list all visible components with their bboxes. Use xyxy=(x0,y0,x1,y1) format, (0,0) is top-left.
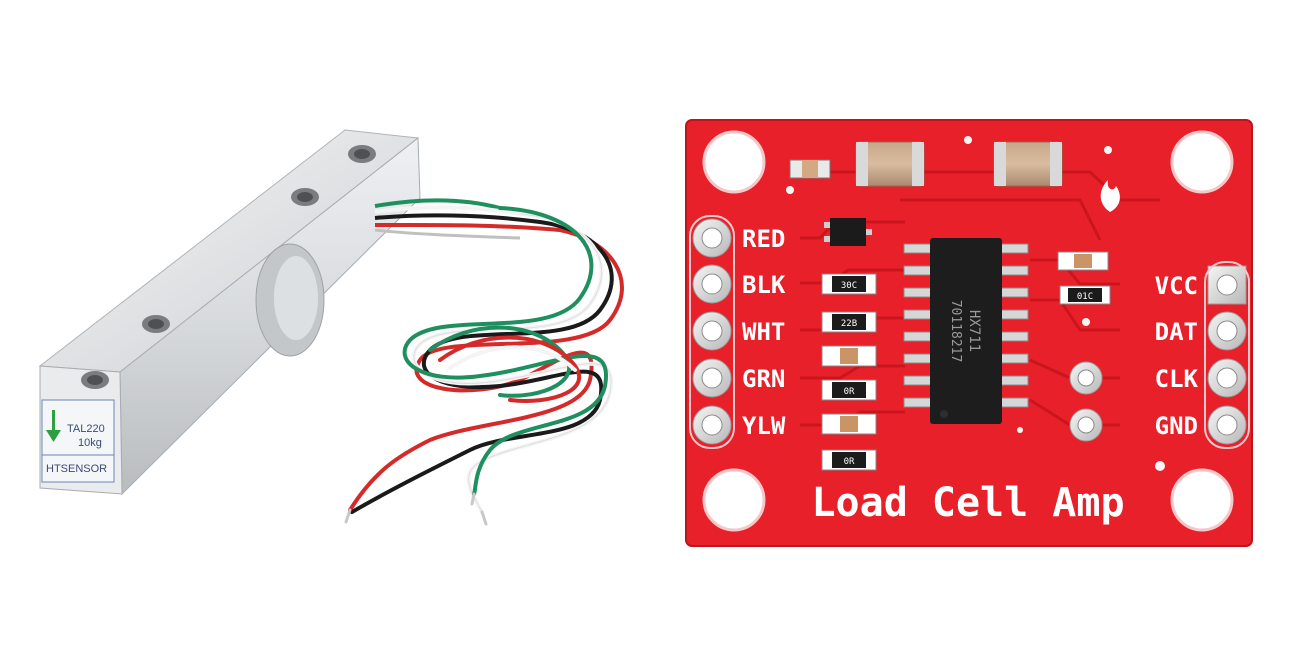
left-header xyxy=(689,215,735,449)
corner-hole xyxy=(1170,130,1234,194)
pin-pad xyxy=(692,405,732,445)
right-header xyxy=(1204,261,1250,449)
pin-pad xyxy=(1207,405,1247,445)
load-cell-wires xyxy=(344,206,624,526)
pin-pad xyxy=(692,311,732,351)
smd-component xyxy=(789,159,831,179)
pin-label-wht: WHT xyxy=(742,318,785,346)
corner-hole xyxy=(702,130,766,194)
resistor-label: 0R xyxy=(844,387,855,397)
resistor: 30C xyxy=(821,273,877,295)
resistor-label: 22B xyxy=(841,319,857,329)
mounting-hole xyxy=(348,145,376,163)
pin-pad xyxy=(692,358,732,398)
resistor-label: 0R xyxy=(844,457,855,467)
capacitor-small xyxy=(1057,251,1109,271)
chip-marking: HX711 xyxy=(966,310,982,352)
pin-label-gnd: GND xyxy=(1155,412,1198,440)
pin-label-clk: CLK xyxy=(1155,365,1199,393)
load-cell-capacity: 10kg xyxy=(78,437,102,449)
wire-white xyxy=(412,212,614,514)
pin-pad xyxy=(692,264,732,304)
resistor-label: 01C xyxy=(1077,292,1093,302)
load-cell: TAL220 10kg HTSENSOR xyxy=(38,129,561,496)
capacitor xyxy=(993,141,1063,187)
hx711-chip: HX711 70118217 xyxy=(903,238,1029,424)
resistor: 0R xyxy=(821,379,877,401)
resistor: 0R xyxy=(821,449,877,471)
pin-label-grn: GRN xyxy=(742,365,785,393)
resistor: 01C xyxy=(1059,285,1111,305)
hx711-board: 30C 22B 0R 0R xyxy=(685,119,1253,547)
mounting-hole xyxy=(142,315,170,333)
left-pin-labels: RED BLK WHT GRN YLW xyxy=(742,225,786,440)
pin-pad xyxy=(1207,311,1247,351)
pin-label-vcc: VCC xyxy=(1155,272,1198,300)
wire-green xyxy=(402,206,609,496)
mounting-hole xyxy=(81,371,109,389)
corner-hole xyxy=(702,468,766,532)
pin-pad xyxy=(1069,361,1103,395)
load-cell-brand: HTSENSOR xyxy=(46,463,107,475)
wire-black xyxy=(350,220,614,514)
mounting-hole xyxy=(291,188,319,206)
load-cell-model: TAL220 xyxy=(67,423,105,435)
load-cell-cable-bundle xyxy=(374,198,561,240)
resistor-label: 30C xyxy=(841,281,857,291)
pin-pad xyxy=(1069,408,1103,442)
vias xyxy=(786,136,1165,471)
right-pin-labels: VCC DAT CLK GND xyxy=(1155,272,1199,440)
pin-label-dat: DAT xyxy=(1155,318,1198,346)
capacitor-small xyxy=(821,345,877,367)
capacitor xyxy=(855,141,925,187)
pin-pad xyxy=(1207,358,1247,398)
flame-logo-icon xyxy=(1100,180,1120,212)
corner-hole xyxy=(1170,468,1234,532)
resistor: 22B xyxy=(821,311,877,333)
arrow-down-icon xyxy=(46,410,61,442)
capacitor-small xyxy=(821,413,877,435)
chip-marking: 70118217 xyxy=(948,300,963,363)
pin-label-red: RED xyxy=(742,225,785,253)
pin-label-blk: BLK xyxy=(742,271,786,299)
pin-label-ylw: YLW xyxy=(742,412,786,440)
transistor xyxy=(824,218,872,246)
board-title: Load Cell Amp xyxy=(811,480,1124,526)
pin-pad-square xyxy=(1207,265,1247,305)
resistor-column: 30C 22B 0R 0R xyxy=(821,273,877,471)
pin-pad xyxy=(692,218,732,258)
load-cell-label: TAL220 10kg HTSENSOR xyxy=(41,399,115,483)
